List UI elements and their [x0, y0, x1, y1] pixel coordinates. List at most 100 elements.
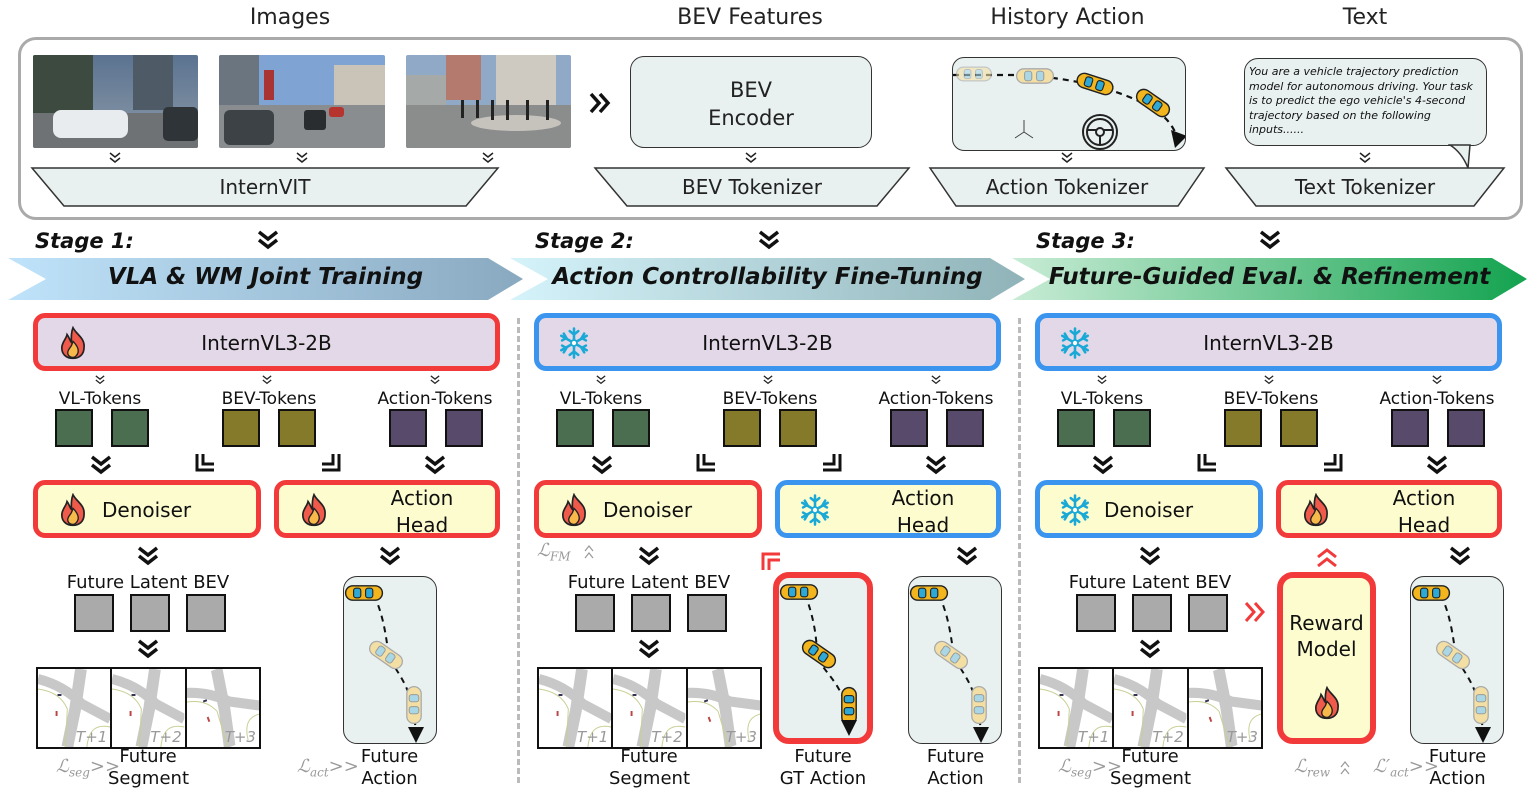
header-bev-features: BEV Features: [677, 5, 823, 30]
stage2-gt-action-panel: [773, 572, 873, 744]
vl-token: [55, 409, 93, 447]
action-token: [1447, 409, 1485, 447]
stage3-denoiser-label: Denoiser: [1104, 498, 1194, 522]
act-prime-loss-label: ℒ′act>>: [1373, 756, 1439, 780]
bev-tokenizer: BEV Tokenizer: [593, 167, 911, 207]
bev-encoder: BEV Encoder: [630, 56, 872, 148]
corner-arrow-right-icon: [823, 454, 842, 472]
double-chevron-up-icon: [1340, 761, 1350, 775]
future-trajectory-illustration: [909, 585, 989, 743]
latent-bev-token: [687, 594, 727, 632]
caption-line2: Action: [927, 768, 984, 789]
action-token: [946, 409, 984, 447]
action-head-line1: Action: [1392, 486, 1456, 510]
chevron-down-icon: [94, 375, 106, 385]
segment-time-label: T+3: [224, 728, 256, 746]
fire-icon: [1310, 686, 1344, 720]
stage1-denoiser-label: Denoiser: [102, 498, 192, 522]
segment-time-label: T+2: [651, 728, 683, 746]
stage3-future-segment-strip: T+1 T+2 T+3: [1038, 667, 1263, 749]
double-chevron-right-red-icon: [1244, 602, 1266, 622]
stage2-latent-label: Future Latent BEV: [567, 572, 731, 593]
caption-line1: Future: [620, 746, 678, 767]
internvit-encoder: InternVIT: [30, 167, 500, 207]
segment-time-label: T+2: [150, 728, 182, 746]
stage1-banner-label: VLA & WM Joint Training: [107, 264, 424, 290]
latent-bev-token: [1188, 594, 1228, 632]
caption-line1: Future: [926, 746, 985, 767]
action-head-line2: Head: [1397, 513, 1451, 537]
history-action-panel: [952, 57, 1186, 151]
double-chevron-down-icon: [590, 455, 614, 475]
double-chevron-down-icon: [955, 546, 979, 566]
segment-map-frame: T+3: [187, 669, 259, 747]
text-tokenizer-label: Text Tokenizer: [1294, 175, 1436, 199]
stage1-future-action-panel: [343, 576, 437, 744]
camera-image-front: [219, 55, 385, 148]
double-chevron-up-icon: [584, 545, 594, 559]
vl-token: [1057, 409, 1095, 447]
double-chevron-down-icon: [1448, 546, 1472, 566]
chevron-down-icon: [1431, 375, 1443, 385]
stage2-banner: Action Controllability Fine-Tuning: [510, 258, 1025, 300]
stage2-vlm-label: InternVL3-2B: [702, 331, 833, 355]
bev-tokenizer-label: BEV Tokenizer: [682, 175, 822, 199]
corner-arrow-red-icon: [761, 552, 780, 570]
double-chevron-up-red-icon: [1317, 548, 1337, 568]
chevron-down-icon: [1263, 375, 1275, 385]
future-trajectory-illustration: [1411, 585, 1491, 743]
camera-front-right-image: [406, 55, 571, 148]
stage1-action-head-label: Action Head: [349, 485, 495, 539]
caption-line2: GT Action: [779, 768, 867, 789]
chevron-down-icon: [481, 152, 495, 164]
rew-loss-label: ℒrew: [1294, 756, 1331, 780]
corner-arrow-right-icon: [1324, 454, 1343, 472]
double-chevron-down-icon: [1091, 455, 1115, 475]
segment-time-label: T+3: [725, 728, 757, 746]
segment-time-label: T+1: [1078, 728, 1110, 746]
stage1-future-segment-strip: T+1 T+2 T+3: [36, 667, 261, 749]
double-chevron-down-icon: [1138, 639, 1162, 659]
vl-tokens-label: VL-Tokens: [1060, 389, 1144, 409]
bev-tokens-label: BEV-Tokens: [221, 389, 317, 409]
stage3-banner-label: Future-Guided Eval. & Refinement: [1048, 264, 1491, 290]
stage2-action-head-label: Action Head: [850, 485, 996, 539]
bev-token: [1280, 409, 1318, 447]
caption-line2: Segment: [108, 768, 189, 789]
chevron-down-icon: [1358, 152, 1372, 164]
double-chevron-down-icon: [378, 546, 402, 566]
latent-bev-token: [1132, 594, 1172, 632]
action-tokens-label: Action-Tokens: [878, 389, 994, 409]
segment-map-frame: T+1: [38, 669, 113, 747]
double-chevron-down-icon: [136, 546, 160, 566]
double-chevron-down-icon: [1258, 230, 1282, 250]
corner-arrow-left-icon: [696, 454, 715, 472]
double-chevron-down-icon: [256, 230, 280, 250]
latent-bev-token: [1076, 594, 1116, 632]
fire-icon: [557, 493, 591, 527]
action-token: [445, 409, 483, 447]
stage-divider: [1018, 318, 1021, 783]
bev-encoder-line1: BEV: [729, 78, 773, 102]
axes-icon: [1014, 120, 1034, 139]
caption-line2: Action: [1429, 768, 1486, 789]
stage3-vlm-label: InternVL3-2B: [1203, 331, 1334, 355]
camera-front-image: [219, 55, 385, 148]
action-head-line1: Action: [390, 486, 454, 510]
action-tokens-label: Action-Tokens: [377, 389, 493, 409]
vl-token: [1113, 409, 1151, 447]
reward-model-label: Reward Model: [1283, 610, 1370, 662]
chevron-down-icon: [930, 375, 942, 385]
stage2-future-segment-strip: T+1 T+2 T+3: [537, 667, 762, 749]
latent-bev-token: [186, 594, 226, 632]
latent-bev-token: [631, 594, 671, 632]
latent-bev-token: [130, 594, 170, 632]
bev-token: [723, 409, 761, 447]
action-token: [1391, 409, 1429, 447]
stage1-vlm-box: InternVL3-2B: [33, 313, 500, 371]
segment-map-frame: T+1: [1040, 669, 1115, 747]
chevron-down-icon: [295, 152, 309, 164]
stage3-vlm-box: InternVL3-2B: [1035, 313, 1502, 371]
